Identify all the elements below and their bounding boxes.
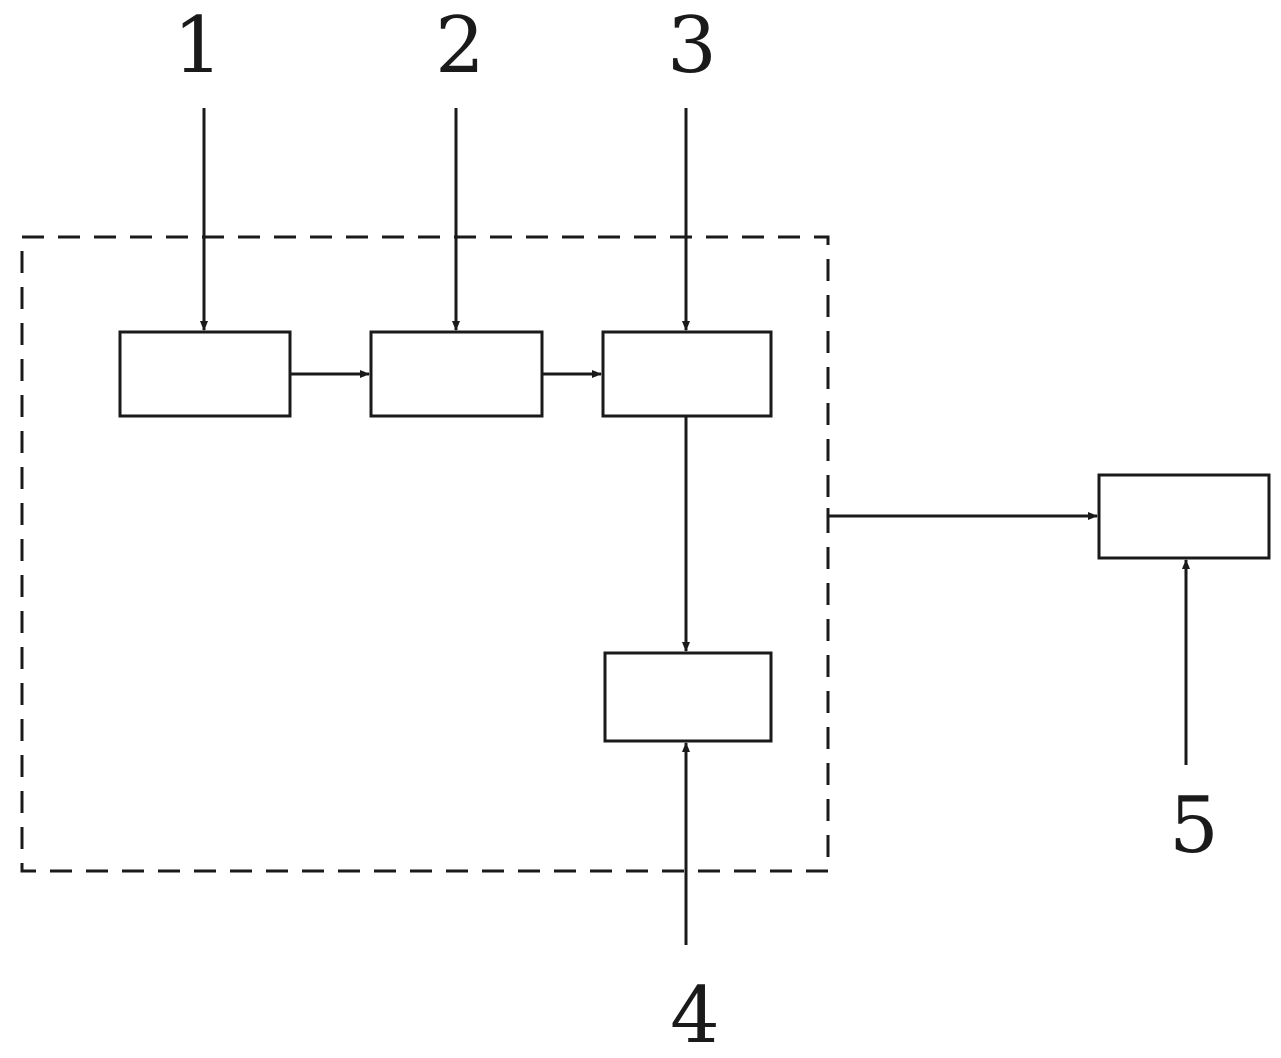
- block-a: [118, 330, 292, 418]
- block-c: [601, 330, 773, 418]
- label-3: 3: [667, 1, 717, 91]
- label-2: 2: [435, 1, 485, 91]
- label-4: 4: [670, 971, 720, 1058]
- dashed-enclosure: [20, 235, 830, 873]
- block-d: [603, 651, 773, 743]
- block-e: [1097, 473, 1271, 560]
- label-1: 1: [173, 1, 223, 91]
- block-b: [369, 330, 544, 418]
- label-5: 5: [1169, 781, 1219, 871]
